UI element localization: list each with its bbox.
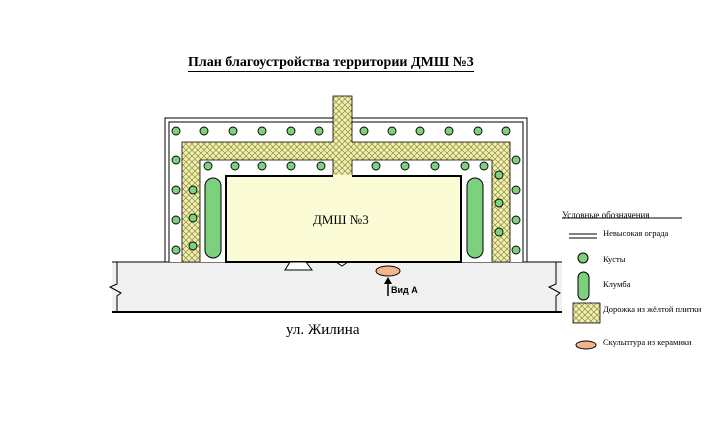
legend-label-fence: Невысокая ограда <box>603 228 669 238</box>
legend-label-path: Дорожка из жёлтой плитки <box>603 304 702 314</box>
legend <box>562 217 682 350</box>
page-title: План благоустройства территории ДМШ №3 <box>188 55 474 72</box>
legend-title: Условные обозначения <box>562 210 650 220</box>
legend-bush-symbol <box>577 252 589 264</box>
entrance-step-center <box>335 261 349 267</box>
legend-label-sculpture: Скульптура из керамики <box>603 337 692 347</box>
yellow-path <box>181 95 511 263</box>
flower-bed-left <box>204 177 222 259</box>
break-left <box>108 262 122 312</box>
building <box>225 175 462 263</box>
sidewalk <box>112 262 562 312</box>
legend-path-symbol <box>572 302 601 324</box>
legend-sculpture-symbol <box>575 340 597 350</box>
flower-bed-right <box>466 177 484 259</box>
legend-label-bushes: Кусты <box>603 254 626 264</box>
sculpture <box>375 265 401 277</box>
view-arrow-head <box>384 277 392 284</box>
street-label: ул. Жилина <box>286 322 360 338</box>
legend-bed-symbol <box>577 271 590 301</box>
entrance-step-left <box>284 261 313 271</box>
view-label: Вид А <box>391 285 418 295</box>
bushes <box>171 126 521 255</box>
break-right <box>547 262 561 312</box>
building-label: ДМШ №3 <box>313 212 369 227</box>
legend-label-flower-bed: Клумба <box>603 279 631 289</box>
